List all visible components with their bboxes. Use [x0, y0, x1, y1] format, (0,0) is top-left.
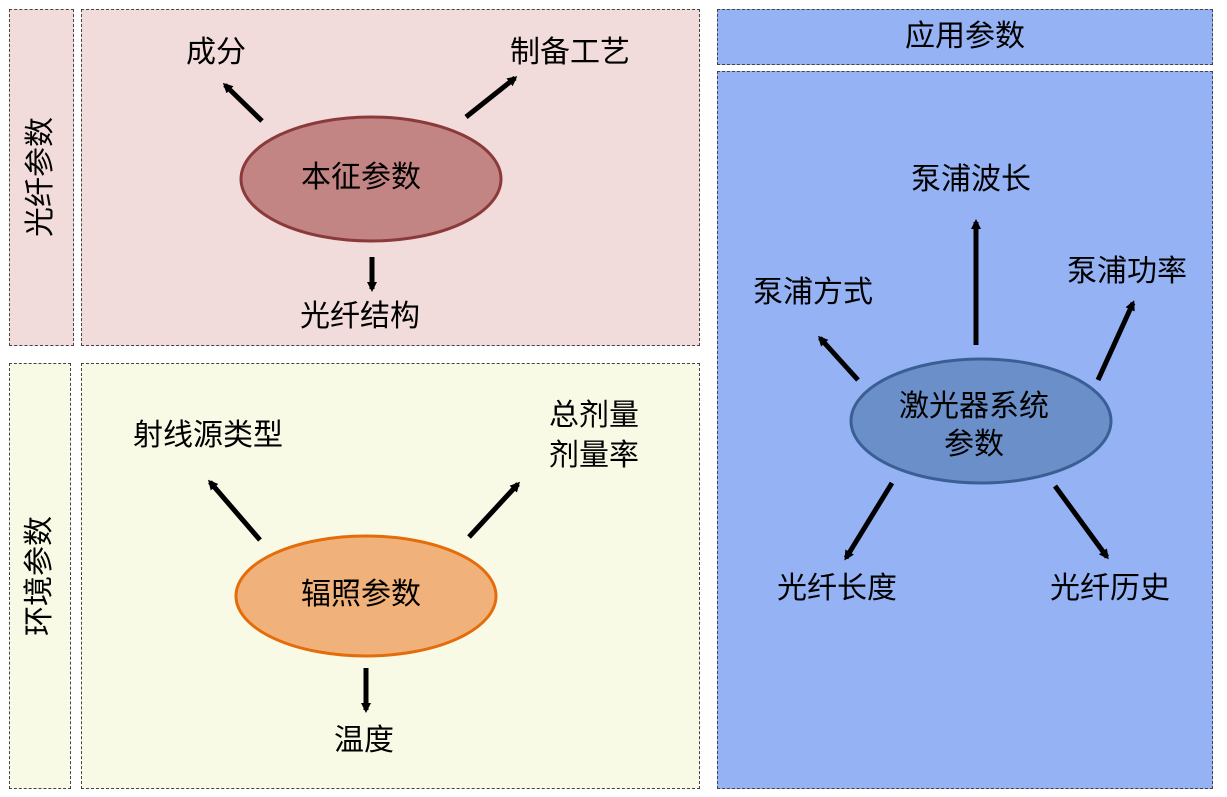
arrow-to-dose: [467, 481, 521, 539]
fiber-history-label: 光纤历史: [1050, 571, 1170, 606]
arrow-to-fiber-history: [1052, 484, 1110, 560]
intrinsic-params-ellipse: [239, 115, 503, 243]
env-params-side-panel: [9, 363, 71, 789]
env-params-side-label: 环境参数: [22, 516, 57, 636]
irradiation-params-ellipse: [234, 534, 498, 658]
process-label: 制备工艺: [510, 35, 630, 70]
irradiation-params-label: 辐照参数: [301, 577, 421, 612]
pump-mode-label: 泵浦方式: [753, 275, 873, 310]
arrow-to-pump-power: [1095, 300, 1136, 382]
app-params-header-panel: [717, 9, 1213, 65]
composition-label: 成分: [186, 35, 246, 70]
arrow-to-composition: [222, 82, 264, 123]
fiber-length-label: 光纤长度: [777, 571, 897, 606]
fiber-params-side-label: 光纤参数: [23, 117, 58, 237]
fiber-structure-label: 光纤结构: [300, 299, 420, 334]
dose-rate-label: 剂量率: [549, 438, 639, 473]
temperature-label: 温度: [334, 723, 394, 758]
app-params-header: 应用参数: [905, 19, 1025, 54]
intrinsic-params-label: 本征参数: [301, 160, 421, 195]
arrow-to-source-type: [208, 479, 262, 542]
total-dose-label: 总剂量: [549, 398, 639, 433]
laser-system-params-ellipse: [849, 357, 1113, 485]
arrow-to-pump-mode: [817, 335, 860, 382]
laser-system-label-line2: 参数: [944, 427, 1004, 462]
fiber-params-side-panel: [9, 9, 74, 346]
pump-power-label: 泵浦功率: [1067, 254, 1187, 289]
arrow-to-process: [464, 76, 518, 119]
laser-system-label-line1: 激光器系统: [899, 389, 1049, 424]
pump-wavelength-label: 泵浦波长: [911, 162, 1031, 197]
arrow-to-fiber-length: [843, 481, 895, 561]
source-type-label: 射线源类型: [133, 418, 283, 453]
